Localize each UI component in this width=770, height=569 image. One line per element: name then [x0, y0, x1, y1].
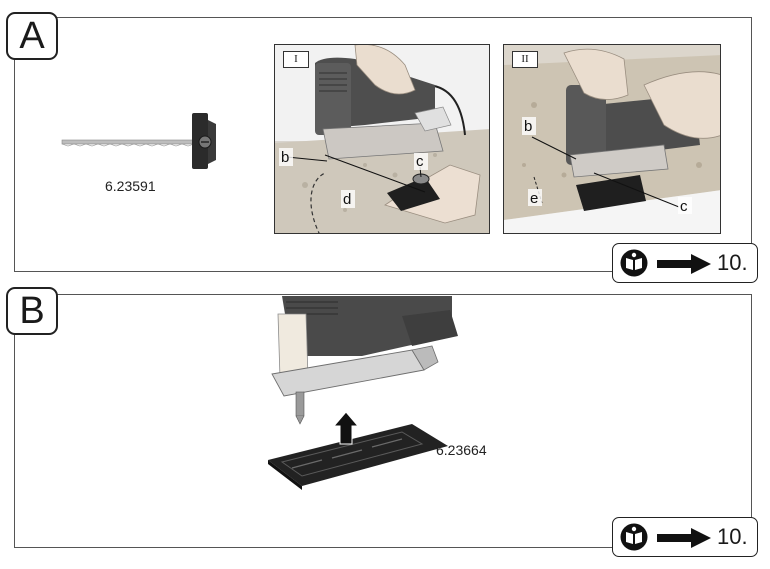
jigsaw-photo-2: b c e — [504, 45, 720, 233]
callout-d-1: d — [343, 191, 351, 208]
callout-e-2: e — [530, 190, 538, 207]
callout-b-2: b — [524, 118, 532, 135]
page-reference-a: 10. — [612, 243, 758, 283]
photo-1-tag: I — [283, 51, 309, 68]
manual-book-icon — [620, 249, 648, 277]
callout-c-1: c — [416, 153, 424, 170]
arrow-right-icon — [657, 254, 711, 274]
jigsaw-photo-1: b c d — [275, 45, 489, 233]
page-reference-a-number: 10. — [717, 250, 748, 275]
part-number-blade: 6.23591 — [105, 178, 156, 194]
jigsaw-base-plate-illustration — [268, 296, 458, 490]
part-number-base-plate: 6.23664 — [436, 442, 487, 458]
callout-c-2: c — [680, 198, 688, 215]
section-b-label: B — [6, 287, 58, 335]
photo-2-tag: II — [512, 51, 538, 68]
manual-book-icon — [620, 523, 648, 551]
section-a-label: A — [6, 12, 58, 60]
page-reference-b-number: 10. — [717, 524, 748, 549]
callout-b-1: b — [281, 149, 289, 166]
page-reference-b: 10. — [612, 517, 758, 557]
photo-1: b c d I — [274, 44, 490, 234]
photo-2: b c e II — [503, 44, 721, 234]
arrow-right-icon — [657, 528, 711, 548]
saw-blade-illustration — [61, 113, 216, 169]
